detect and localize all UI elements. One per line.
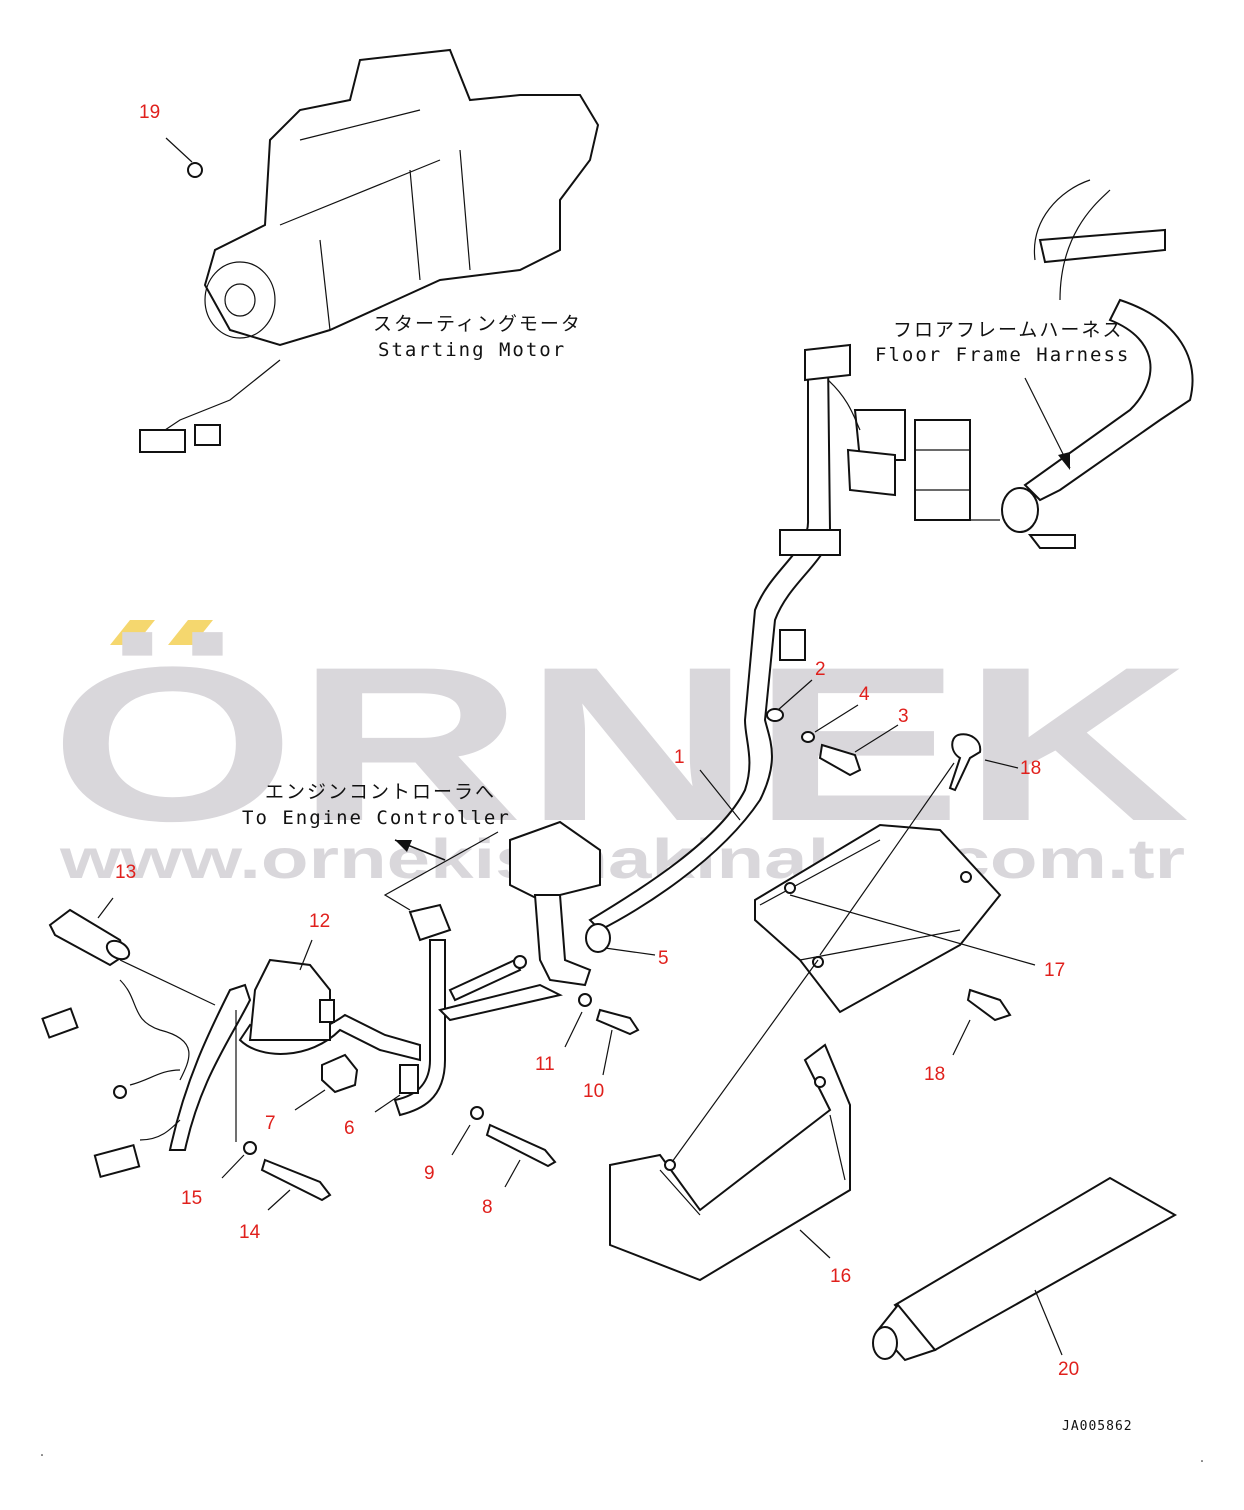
callout-4: 4 — [859, 684, 870, 705]
callout-9: 9 — [424, 1163, 435, 1184]
callout-16: 16 — [830, 1266, 851, 1287]
tube-20 — [872, 1176, 1178, 1362]
callout-6: 6 — [344, 1118, 355, 1139]
bolt-3 — [818, 743, 862, 777]
starting-motor-label-en: Starting Motor — [378, 339, 566, 361]
bolt-14 — [260, 1158, 332, 1202]
watermark-brand: ÖRNEK — [50, 621, 1190, 867]
bolt-10 — [595, 1008, 640, 1036]
callout-10: 10 — [583, 1081, 604, 1102]
callout-18-lower: 18 — [924, 1064, 945, 1085]
cover-16 — [609, 959, 851, 1282]
callout-numbers: 19 2 4 3 1 18 13 12 5 17 11 10 18 7 6 9 … — [115, 102, 1079, 1380]
floor-frame-harness-drawing — [914, 179, 1194, 549]
clip-2 — [766, 708, 784, 722]
callout-12: 12 — [309, 911, 330, 932]
callout-18-upper: 18 — [1020, 758, 1041, 779]
callout-17: 17 — [1044, 960, 1065, 981]
watermark-accent-icon — [110, 620, 155, 645]
floor-harness-label-en: Floor Frame Harness — [875, 344, 1130, 366]
harness-1 — [588, 343, 906, 932]
floor-harness-leader — [1024, 377, 1071, 469]
callout-2: 2 — [815, 659, 826, 680]
washer-4 — [801, 731, 815, 743]
spacer-7 — [321, 1053, 359, 1094]
bolt-8 — [485, 1123, 557, 1168]
bracket-17 — [754, 733, 1036, 1056]
lower-harness — [41, 820, 656, 1211]
callout-11: 11 — [535, 1054, 555, 1075]
callout-7: 7 — [265, 1113, 276, 1134]
arrow-icon — [395, 840, 412, 852]
callout-19: 19 — [139, 102, 160, 123]
watermark-url: www.ornekismakinalari.com.tr — [59, 827, 1185, 890]
watermark-accent-icon — [168, 620, 213, 645]
corner-mark — [41, 1454, 43, 1456]
starting-motor-drawing — [139, 48, 600, 453]
washer-11 — [578, 993, 592, 1007]
watermark: ÖRNEK www.ornekismakinalari.com.tr — [50, 620, 1190, 890]
washer-19 — [187, 162, 203, 178]
callout-1: 1 — [674, 747, 685, 768]
corner-mark — [1201, 1460, 1203, 1462]
callout-5: 5 — [658, 948, 669, 969]
callout-3: 3 — [898, 706, 909, 727]
starting-motor-label-jp: スターティングモータ — [373, 313, 582, 335]
callout-20: 20 — [1058, 1359, 1079, 1380]
washer-15 — [243, 1141, 257, 1155]
callout-13: 13 — [115, 862, 136, 883]
bolt-18-upper — [948, 733, 982, 792]
callout-8: 8 — [482, 1197, 493, 1218]
callout-15: 15 — [181, 1188, 202, 1209]
callout-14: 14 — [239, 1222, 261, 1243]
engine-controller-label-en: To Engine Controller — [242, 807, 511, 829]
floor-harness-label-jp: フロアフレームハーネス — [893, 319, 1123, 341]
bolt-18-lower — [966, 988, 1012, 1022]
arrow-icon — [1058, 452, 1070, 470]
engine-controller-label-jp: エンジンコントローラへ — [265, 781, 496, 803]
drawing-code: JA005862 — [1062, 1419, 1133, 1434]
washer-9 — [470, 1106, 484, 1120]
